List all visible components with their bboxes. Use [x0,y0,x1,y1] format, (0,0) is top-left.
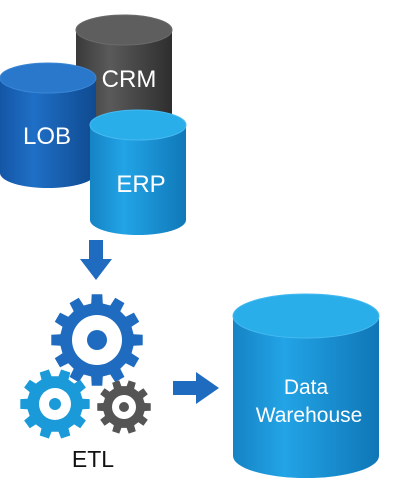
data-warehouse-label-line2: Warehouse [256,404,363,427]
erp-database: ERP [89,109,187,235]
arrow-down-icon [80,240,112,280]
gear-hub [87,330,107,350]
crm-database: CRM [75,14,173,140]
lob-label: LOB [23,123,71,150]
gear-icon [51,294,143,386]
etl-label: ETL [72,446,114,472]
gear-hub [49,398,61,410]
crm-label: CRM [102,66,157,93]
arrow-right-icon [173,372,219,404]
lob-database: LOB [0,62,97,188]
data-warehouse-database: Data Warehouse [232,293,380,478]
gear-hub [119,402,129,412]
gear-icon [97,380,151,434]
gear-icon [20,369,90,439]
data-warehouse-label-line1: Data [284,376,329,399]
erp-label: ERP [116,171,165,198]
